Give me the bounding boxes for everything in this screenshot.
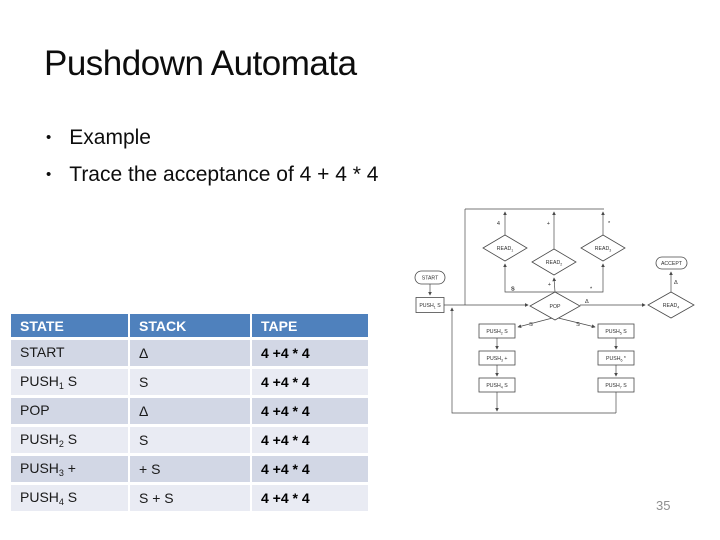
push2-label: PUSH2 S [486,329,508,335]
read4-node [647,291,695,319]
stack-cell: S + S [130,485,252,514]
column-header-tape: TAPE [252,314,370,340]
read3-node [580,234,626,262]
state-cell: PUSH3 + [11,456,130,485]
read1-label: READ1 [497,246,513,252]
tape-cell: 4 +4 * 4 [252,369,370,398]
bullet-dot-icon: • [46,129,52,146]
bottom-feedback-line [450,307,616,414]
trace-table: STATE STACK TAPE START Δ 4 +4 * 4 PUSH1 … [11,314,370,514]
bullet-text: Example [69,126,151,149]
bullet-dot-icon: • [46,166,52,183]
read1-node [482,234,528,262]
tape-cell: 4 +4 * 4 [252,398,370,427]
table-row: PUSH2 S S 4 +4 * 4 [11,427,370,456]
table-row: PUSH3 + + S 4 +4 * 4 [11,456,370,485]
pop-to-read2-edge [552,277,557,293]
state-cell: PUSH4 S [11,485,130,514]
column-header-stack: STACK [130,314,252,340]
push6-node [597,350,635,366]
read2-label: READ2 [546,260,562,266]
edge-label-pop-read1: S [511,287,515,293]
push5-label: PUSH5 S [605,329,627,335]
push6-label: PUSH6 * [606,356,626,362]
push5-node [597,323,635,339]
edge-label-pop-read2: + [548,282,551,288]
edge-label-read1-loop: 4 [497,221,500,227]
accept-node [655,256,688,270]
edge-label-pop-read3: * [590,287,593,293]
stack-cell: + S [130,456,252,485]
push7-node [597,377,635,393]
pop-node [529,291,581,321]
edge-label-read3-loop: * [608,221,611,227]
accept-label: ACCEPT [661,261,683,267]
read3-label: READ3 [595,246,611,252]
table-row: PUSH4 S S + S 4 +4 * 4 [11,485,370,514]
pda-flowchart: START PUSH1 S READ1 READ2 READ3 POP READ… [414,208,695,414]
state-cell: PUSH1 S [11,369,130,398]
push3-node [478,350,516,366]
table-header-row: STATE STACK TAPE [11,314,370,340]
push3-label: PUSH3 + [487,356,508,362]
push2-node [478,323,516,339]
pop-to-read3-edge [555,263,605,293]
start-node [414,270,446,285]
table-row: POP Δ 4 +4 * 4 [11,398,370,427]
stack-cell: Δ [130,398,252,427]
column-header-state: STATE [11,314,130,340]
state-cell: START [11,340,130,369]
push7-label: PUSH7 S [605,383,627,389]
edge-label-pop-push2: S [529,322,533,328]
start-label: START [422,276,439,282]
bullet-item: • Example [46,126,378,150]
bullet-item: • Trace the acceptance of 4 + 4 * 4 [46,163,378,187]
stack-cell: S [130,427,252,456]
tape-cell: 4 +4 * 4 [252,427,370,456]
pop-label: POP [550,304,561,310]
tape-cell: 4 +4 * 4 [252,340,370,369]
slide-title: Pushdown Automata [44,44,357,83]
tape-cell: 4 +4 * 4 [252,485,370,514]
state-cell: PUSH2 S [11,427,130,456]
push4-label: PUSH4 S [486,383,508,389]
push1-label: PUSH1 S [419,303,441,309]
stack-cell: Δ [130,340,252,369]
table-row: PUSH1 S S 4 +4 * 4 [11,369,370,398]
pop-to-read1-edge [503,263,555,293]
state-cell: POP [11,398,130,427]
edge-label-pop-read4: Δ [585,299,589,305]
page-number: 35 [656,498,671,513]
edge-label-read2-loop: + [547,221,550,227]
read4-label: READ4 [663,303,679,309]
tape-cell: 4 +4 * 4 [252,456,370,485]
table-row: START Δ 4 +4 * 4 [11,340,370,369]
edge-label-pop-push5: S [576,322,580,328]
push4-node [478,377,516,393]
bullet-list: • Example • Trace the acceptance of 4 + … [46,126,378,200]
read2-node [531,248,577,276]
push1-node [415,297,445,313]
stack-cell: S [130,369,252,398]
bullet-text: Trace the acceptance of 4 + 4 * 4 [69,163,379,186]
edge-label-read4-accept: Δ [674,280,678,286]
